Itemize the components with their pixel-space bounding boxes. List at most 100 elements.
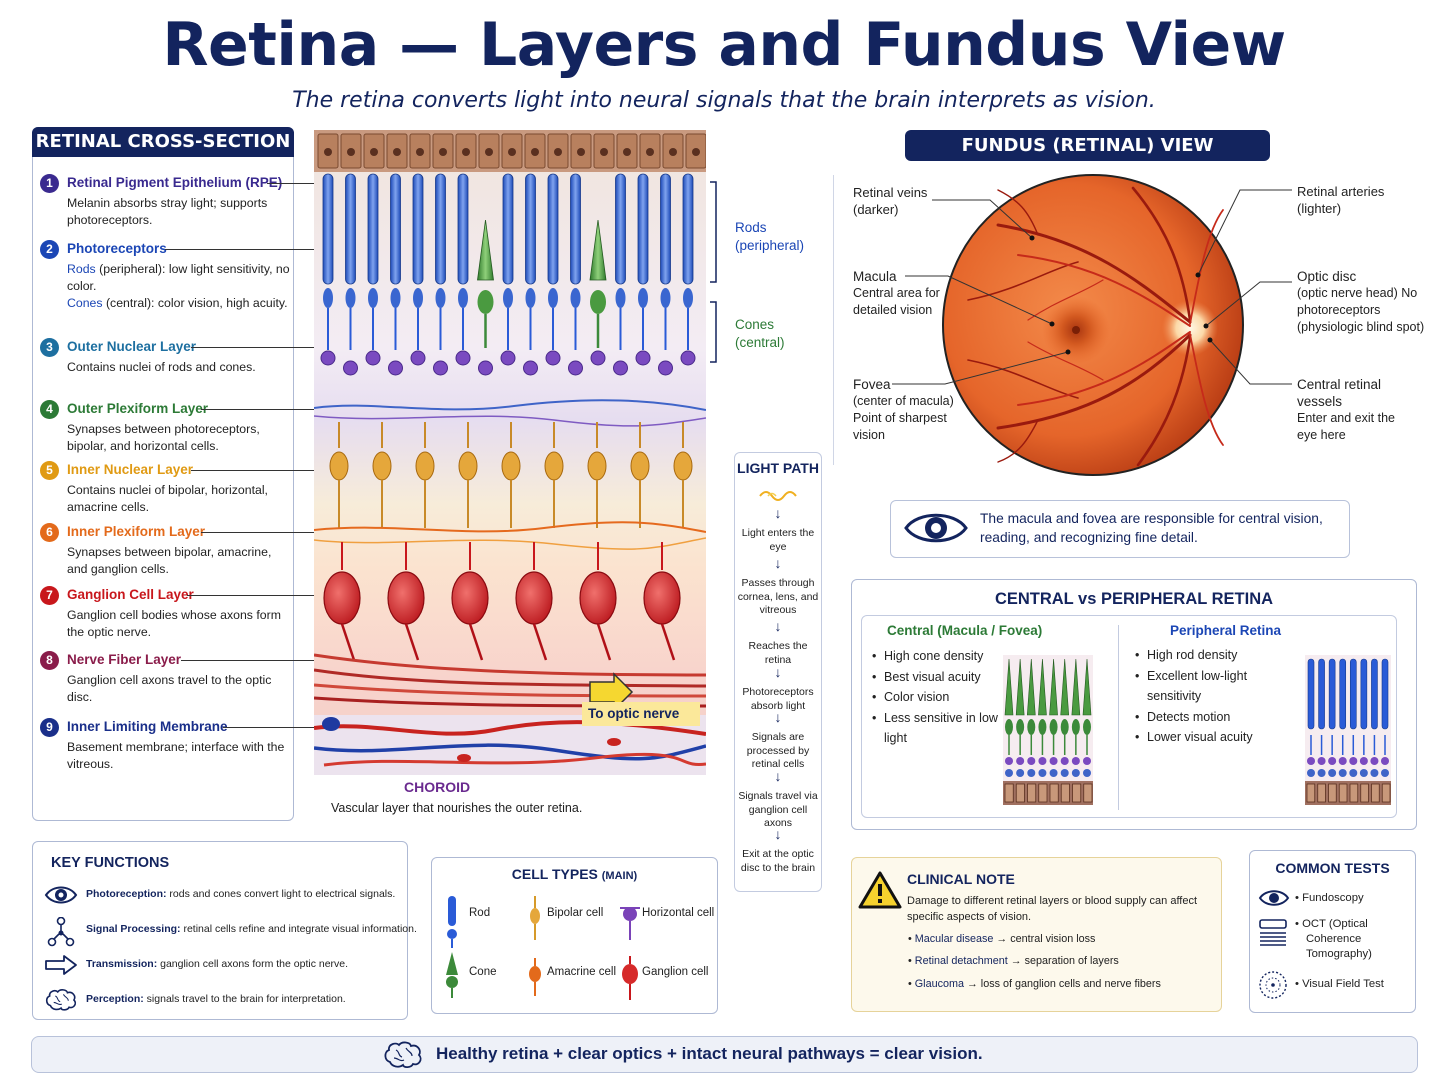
photoreceptor-desc-part: Cones xyxy=(67,296,103,310)
mini-nucleus-2 xyxy=(1381,769,1389,777)
key-function-title: Perception: xyxy=(86,993,144,1005)
rpe-nucleus xyxy=(439,148,447,156)
light-path-step: Reaches the retina xyxy=(748,640,808,666)
cell-type-bipolar: Bipolar cell xyxy=(547,907,604,919)
rod-outer-segment xyxy=(615,173,626,285)
mini-rpe-cell xyxy=(1015,783,1025,803)
central-list: High cone densityBest visual acuityColor… xyxy=(871,646,999,749)
light-path-step: Exit at the optic disc to the brain xyxy=(740,848,816,874)
layer-number-badge: 8 xyxy=(40,651,59,670)
rod-icon xyxy=(447,896,457,948)
layer-desc: Synapses between photoreceptors, bipolar… xyxy=(67,422,260,453)
mini-cone xyxy=(1071,658,1081,716)
layer-desc: Basement membrane; interface with the vi… xyxy=(67,740,285,771)
key-function-desc: signals travel to the brain for interpre… xyxy=(143,993,346,1005)
test-visual-field-label: Visual Field Test xyxy=(1302,978,1384,990)
fundus-header: FUNDUS (RETINAL) VIEW xyxy=(905,130,1270,161)
rod-inner-segment xyxy=(660,288,671,308)
layer-name: Photoreceptors xyxy=(67,241,167,256)
key-functions-header: KEY FUNCTIONS xyxy=(51,855,170,871)
rpe-nucleus xyxy=(347,148,355,156)
onl-nucleus xyxy=(410,350,426,366)
layer-desc: Ganglion cell axons travel to the optic … xyxy=(67,673,272,704)
arrow-icon: → xyxy=(964,978,981,990)
rpe-nucleus xyxy=(577,148,585,156)
mini-cone-body xyxy=(1071,719,1080,735)
cone-inner-segment xyxy=(477,290,494,314)
rpe-nucleus xyxy=(531,148,539,156)
layer-name: Inner Limiting Membrane xyxy=(67,719,228,734)
mini-nucleus-2 xyxy=(1359,769,1368,777)
rpe-nucleus xyxy=(324,148,332,156)
mini-nucleus xyxy=(1049,757,1058,765)
list-item: Detects motion xyxy=(1134,707,1304,728)
mini-rod xyxy=(1318,658,1325,730)
onl-nucleus xyxy=(523,360,538,376)
arrow-icon: → xyxy=(1007,955,1025,967)
mini-nucleus-2 xyxy=(1083,769,1091,777)
mini-nucleus-2 xyxy=(1005,769,1013,777)
rod-inner-segment xyxy=(390,288,401,308)
rpe-nucleus xyxy=(462,148,470,156)
list-item: Lower visual acuity xyxy=(1134,727,1304,748)
mini-nucleus-2 xyxy=(1338,769,1347,777)
clinical-result: separation of layers xyxy=(1024,955,1119,967)
optic-disc-sub: (optic nerve head) No photoreceptors (ph… xyxy=(1297,286,1425,334)
mini-nucleus xyxy=(1005,757,1013,765)
peripheral-list: High rod densityExcellent low-light sens… xyxy=(1134,645,1304,748)
key-function-row: Perception: signals travel to the brain … xyxy=(44,987,409,1013)
onl-nucleus xyxy=(343,360,358,376)
mini-cone-body xyxy=(1060,719,1069,735)
onl-nucleus xyxy=(365,350,381,366)
macula-sub: Central area for detailed vision xyxy=(853,286,940,317)
rpe-nucleus xyxy=(393,148,401,156)
onl-nucleus xyxy=(568,360,583,376)
mini-rpe-cell xyxy=(1027,783,1037,803)
layer-desc: Contains nuclei of rods and cones. xyxy=(67,360,256,374)
to-optic-nerve-label: To optic nerve xyxy=(582,702,700,726)
mini-rpe-cell xyxy=(1317,783,1326,803)
ganglion-icon xyxy=(622,956,638,1000)
mini-nucleus-2 xyxy=(1027,769,1036,777)
mini-rpe-cell xyxy=(1360,783,1369,803)
cone-outer-segment xyxy=(589,219,607,281)
mini-nucleus xyxy=(1038,757,1047,765)
rod-outer-segment xyxy=(457,173,469,285)
mini-nucleus xyxy=(1338,757,1347,765)
light-path-step: Photoreceptors absorb light xyxy=(742,686,814,712)
layer-name: Outer Plexiform Layer xyxy=(67,401,209,416)
rod-outer-segment xyxy=(367,173,379,285)
mini-rod xyxy=(1349,658,1357,730)
key-function-row: Signal Processing: retinal cells refine … xyxy=(44,916,417,947)
rods-label: Rods (peripheral) xyxy=(735,219,804,255)
layer-name: Retinal Pigment Epithelium (RPE) xyxy=(67,175,283,190)
mini-nucleus xyxy=(1307,757,1315,765)
mini-nucleus xyxy=(1071,757,1080,765)
veins-sub: (darker) xyxy=(853,202,899,217)
rpe-nucleus xyxy=(646,148,654,156)
ganglion-axon xyxy=(596,623,612,661)
mini-rpe-cell xyxy=(1328,783,1337,803)
rod-inner-segment xyxy=(525,288,536,308)
light-path-arrow-icon: ↓ xyxy=(774,768,782,784)
fundus-label-arteries: Retinal arteries (lighter) xyxy=(1297,183,1417,217)
layer-desc: Synapses between bipolar, amacrine, and … xyxy=(67,545,272,576)
key-function-row: Photoreception: rods and cones convert l… xyxy=(44,882,409,908)
layer-leader-line xyxy=(191,470,342,471)
light-path-step: Signals are processed by retinal cells xyxy=(746,731,810,770)
cell-types-sub: (MAIN) xyxy=(601,870,638,882)
clinical-item: • Macular disease → central vision loss xyxy=(908,933,1095,945)
key-function-desc: rods and cones convert light to electric… xyxy=(166,888,396,900)
onl-nucleus xyxy=(320,350,336,366)
cell-type-icons xyxy=(446,896,640,1000)
central-peripheral-divider xyxy=(1118,625,1119,810)
rpe-nucleus xyxy=(416,148,424,156)
layer-leader-line xyxy=(191,347,342,348)
cell-type-cone: Cone xyxy=(469,966,497,978)
key-function-text: Transmission: ganglion cell axons form t… xyxy=(86,958,348,970)
layer-number-badge: 6 xyxy=(40,523,59,542)
rod-inner-segment xyxy=(368,288,378,308)
key-function-row: Transmission: ganglion cell axons form t… xyxy=(44,952,409,978)
layer-number-badge: 1 xyxy=(40,174,59,193)
mini-rod xyxy=(1307,658,1315,730)
